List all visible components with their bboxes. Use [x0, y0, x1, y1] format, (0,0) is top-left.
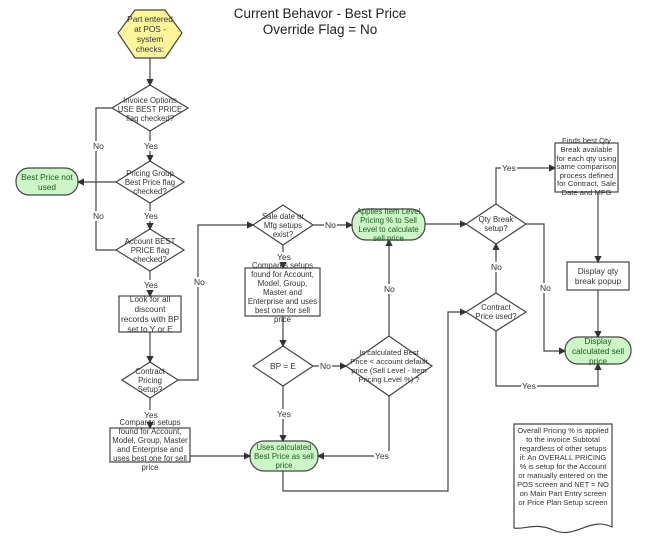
display-qty-popup-box — [566, 261, 630, 291]
account-best-price-text: Account BEST PRICE flag checked? — [124, 236, 176, 264]
finds-best-qty-text: Finds best Qty Break available for each … — [556, 136, 617, 197]
edge-label-pricing-no: No — [92, 211, 105, 221]
overall-pricing-note-shape — [513, 423, 613, 533]
edge-label-bp-yes: Yes — [276, 409, 292, 419]
diagram-title: Current Behavor - Best Price Override Fl… — [220, 6, 420, 38]
display-qty-popup-text: Display qty break popup — [574, 266, 622, 286]
start-node-text: Part entered at POS - system checks: — [127, 14, 173, 54]
sale-date-mfg-text: Sale date or Mfg setups exist? — [261, 211, 305, 239]
is-calculated-less-text: Is calculated Best Price < account defau… — [350, 348, 428, 384]
edge-label-sale-date-yes: Yes — [276, 252, 292, 262]
finds-best-qty-box — [554, 142, 619, 193]
edge-label-sale-date-no: No — [324, 220, 337, 230]
invoice-options-text: Invoice Options USE BEST PRICE flag chec… — [117, 95, 183, 123]
edge-label-qty-no: No — [539, 283, 552, 293]
title-line-1: Current Behavor - Best Price — [233, 6, 407, 21]
look-for-records-text: Look for all discount records with BP se… — [120, 294, 180, 334]
edge-label-contract-price-no: No — [490, 262, 503, 272]
pricing-group-text: Pricing Group Best Price flag checked? — [124, 168, 176, 196]
compares-setups-left-text: Compares setups found for Account, Model… — [112, 418, 188, 472]
edge-label-is-calc-no: No — [383, 284, 396, 294]
qty-break-setup-text: Qty Break setup? — [478, 215, 514, 233]
applies-item-level-text: Applies Item Level Pricing % to Sell Lev… — [356, 206, 421, 243]
start-hexagon — [117, 9, 183, 59]
edge-label-qty-yes: Yes — [501, 163, 517, 173]
best-price-not-used-text: Best Price not used — [21, 171, 73, 192]
bp-equals-e-text: BP = E — [270, 361, 296, 371]
edge-label-is-calc-yes: Yes — [374, 451, 390, 461]
edge-label-contract-no: No — [193, 277, 206, 287]
edge-label-invoice-yes: Yes — [143, 141, 159, 151]
overall-pricing-note-text: Overall Pricing % is applied to the invo… — [517, 426, 609, 507]
edge-label-contract-price-yes: Yes — [521, 381, 537, 391]
edge-label-contract-yes: Yes — [143, 410, 159, 420]
display-sell-price-text: Display calculated sell price — [571, 335, 625, 366]
compares-setups-mid-text: Compares setups found for Account, Model… — [247, 260, 318, 324]
compares-setups-mid-box — [244, 267, 321, 317]
edge-label-pricing-yes: Yes — [143, 211, 159, 221]
uses-calculated-text: Uses calculated Best Price as sell price — [254, 442, 314, 470]
edge-label-invoice-no: No — [92, 141, 105, 151]
title-line-2: Override Flag = No — [262, 22, 378, 37]
contract-price-used-text: Contract Price used? — [475, 303, 517, 321]
edge-label-account-yes: Yes — [143, 280, 159, 290]
edge-label-bp-no: No — [319, 361, 332, 371]
contract-pricing-text: Contract Pricing Setup? — [135, 366, 165, 394]
